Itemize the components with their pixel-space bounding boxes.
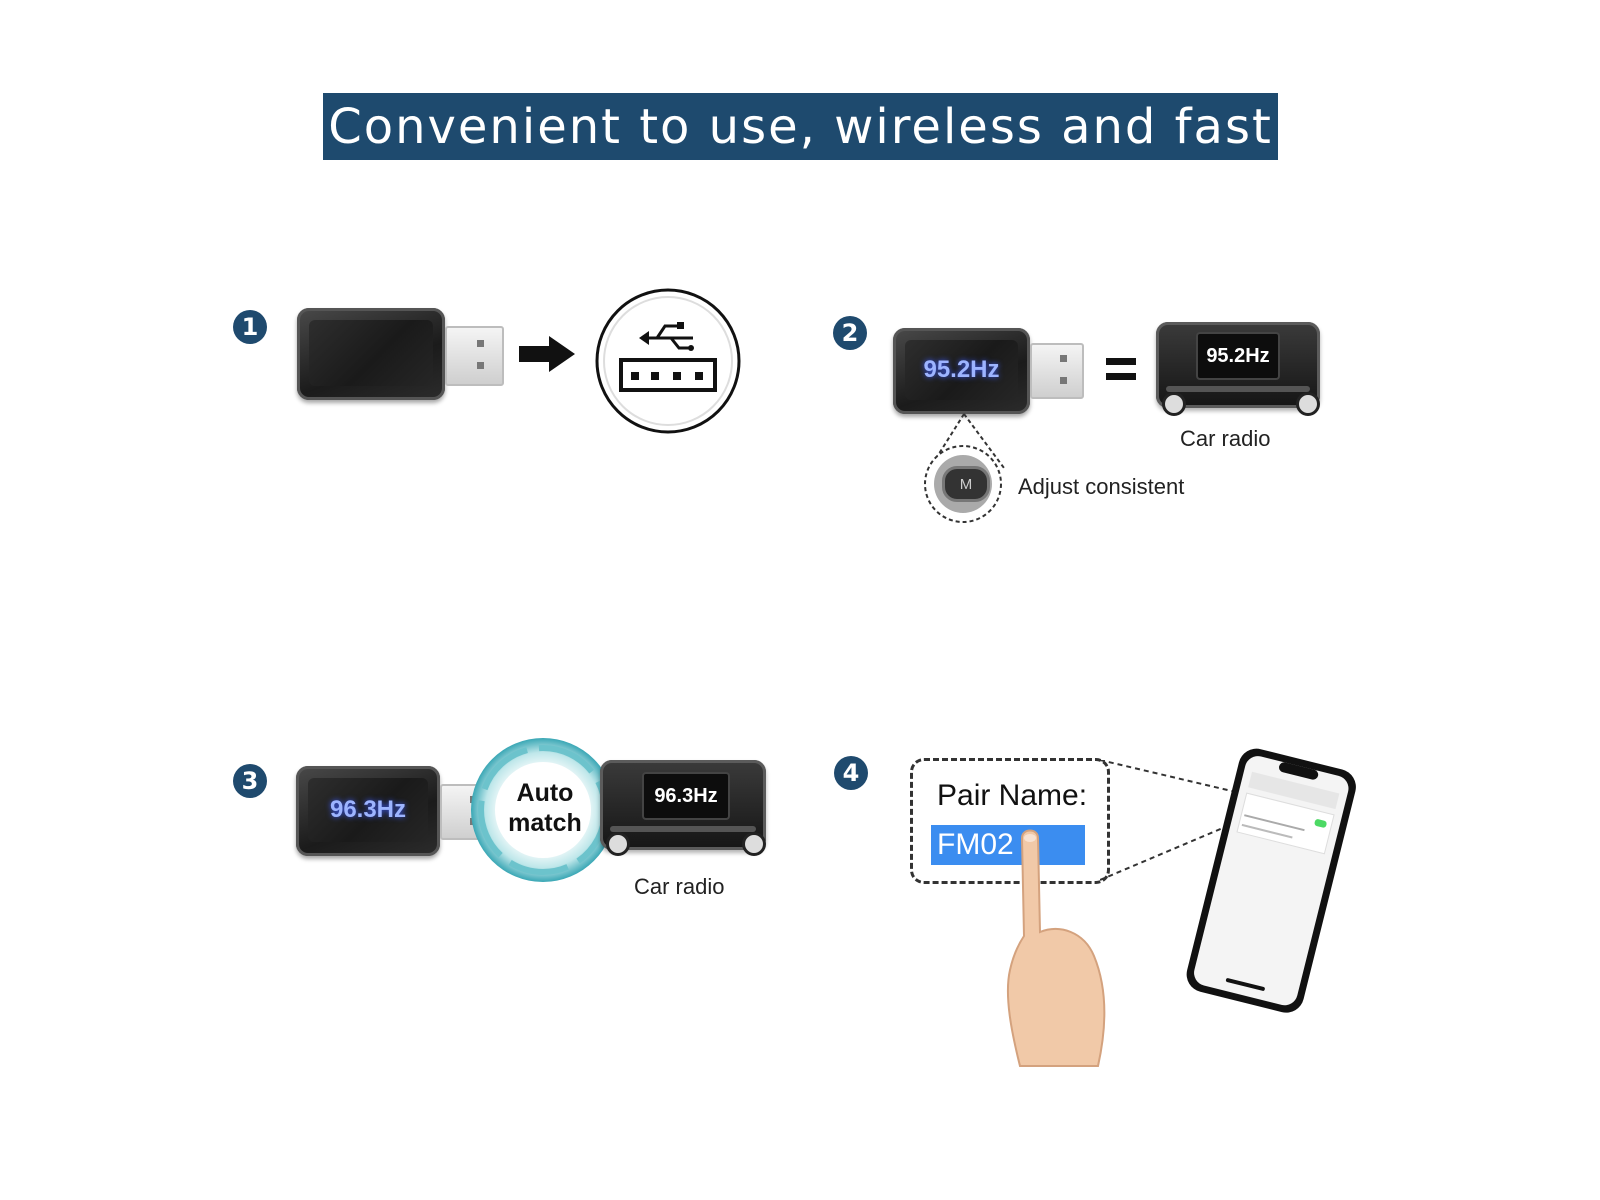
dongle-screen: 96.3Hz (308, 778, 428, 842)
mode-button-letter: M (959, 475, 973, 493)
step-3-badge: 3 (233, 764, 267, 798)
fm-transmitter-dongle (297, 308, 445, 400)
usb-plug (1030, 343, 1084, 399)
step-2-badge: 2 (833, 316, 867, 350)
adjust-consistent-label: Adjust consistent (1018, 474, 1185, 499)
radio-frequency: 96.3Hz (654, 784, 718, 807)
car-radio: 95.2Hz (1156, 322, 1320, 416)
car-radio-label: Car radio (1180, 426, 1271, 451)
step-4-badge: 4 (834, 756, 868, 790)
auto-match-text: Auto match (500, 778, 590, 838)
banner-title: Convenient to use, wireless and fast (328, 98, 1273, 155)
car-radio-label: Car radio (634, 874, 725, 899)
arrow-right-icon (519, 336, 575, 372)
dongle-frequency: 96.3Hz (329, 796, 407, 823)
radio-frequency: 95.2Hz (1206, 344, 1270, 367)
pair-name-value[interactable]: FM02 (931, 825, 1085, 865)
auto-match-ring (471, 738, 615, 882)
smartphone-icon (1186, 748, 1356, 1013)
equals-icon (1106, 358, 1136, 380)
mode-button[interactable]: M (942, 466, 990, 502)
usb-icon (595, 288, 741, 434)
pair-name-callout: Pair Name: FM02 (910, 758, 1110, 884)
dongle-screen (309, 320, 433, 386)
hand-icon (1006, 829, 1106, 1067)
car-radio: 96.3Hz (600, 760, 766, 856)
auto-match-line1: Auto (516, 779, 574, 807)
dongle-screen: 95.2Hz (905, 340, 1018, 400)
radio-screen: 95.2Hz (1196, 332, 1280, 380)
title-banner: Convenient to use, wireless and fast (323, 93, 1278, 160)
pair-name-title: Pair Name: (937, 779, 1088, 812)
radio-screen: 96.3Hz (642, 772, 730, 820)
auto-match-line2: match (508, 809, 582, 837)
usb-plug (445, 326, 504, 386)
step-1-badge: 1 (233, 310, 267, 344)
dongle-frequency: 95.2Hz (923, 356, 1000, 383)
fm-transmitter-dongle: 95.2Hz (893, 328, 1030, 414)
fm-transmitter-dongle: 96.3Hz (296, 766, 440, 856)
